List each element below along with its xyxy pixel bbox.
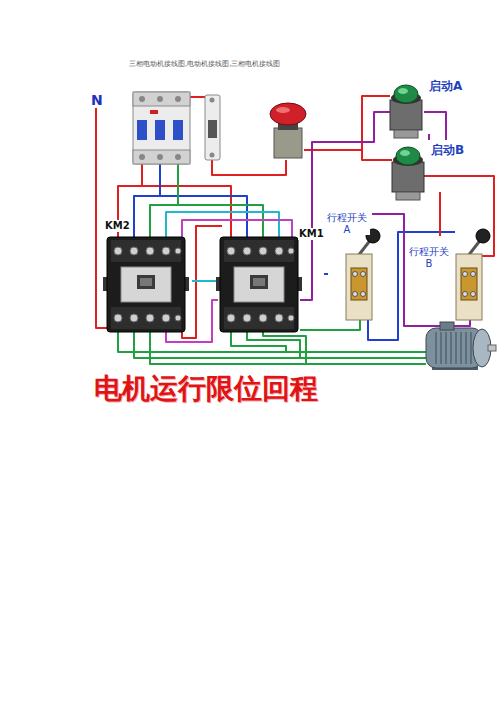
wires xyxy=(96,96,494,364)
caption: 电机运行限位回程 xyxy=(93,373,319,405)
node-label: 启动B xyxy=(430,144,465,158)
contactor xyxy=(216,237,302,332)
control-breaker xyxy=(205,95,220,160)
contactor-km1: KM1 xyxy=(216,224,328,338)
node-label: KM1 xyxy=(298,228,325,240)
circuit-breaker xyxy=(133,92,190,164)
start-button-a: 启动A xyxy=(382,78,472,134)
line-label: N xyxy=(90,92,104,108)
node-label: 启动A xyxy=(428,80,463,94)
motor xyxy=(426,322,496,370)
start-button xyxy=(392,147,424,200)
node-label: 行程开关 B xyxy=(406,246,452,269)
wire-connector xyxy=(428,134,430,140)
node-label: KM2 xyxy=(104,220,131,232)
limit-switch xyxy=(456,229,490,320)
page-title: 三相电动机接线图,电动机接线图,三相电机接线图 xyxy=(128,60,281,68)
start-button-b: 启动B xyxy=(386,140,476,192)
wire-connector xyxy=(192,280,216,282)
emergency-stop xyxy=(270,103,306,158)
limit-switch-a: 行程开关 A xyxy=(324,210,378,324)
contactor xyxy=(103,237,189,332)
limit-switch-b: 行程开关 B xyxy=(404,236,488,324)
limit-switch xyxy=(346,229,380,320)
wire-connector xyxy=(439,192,441,236)
node-label: 行程开关 A xyxy=(324,212,370,235)
contactor-km2: KM2 xyxy=(100,218,192,338)
start-button xyxy=(390,85,422,138)
wire-connector xyxy=(324,273,328,275)
